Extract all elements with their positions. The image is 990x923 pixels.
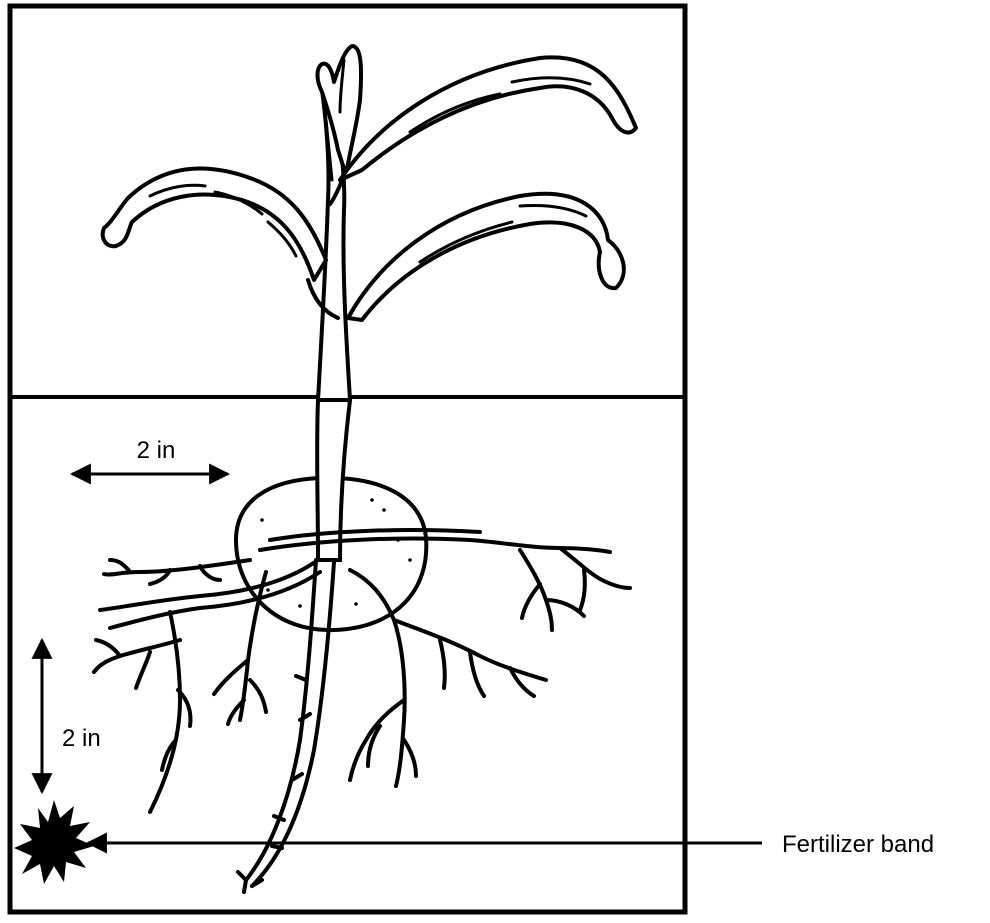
vertical-dimension-label: 2 in	[62, 725, 101, 752]
horizontal-dimension-label: 2 in	[137, 437, 176, 464]
fertilizer-band-burst	[14, 800, 94, 884]
fertilizer-band-label: Fertilizer band	[782, 831, 934, 858]
leaf-left	[103, 168, 326, 280]
plant-shoot	[103, 46, 636, 400]
leaf-upper-right	[340, 57, 636, 180]
